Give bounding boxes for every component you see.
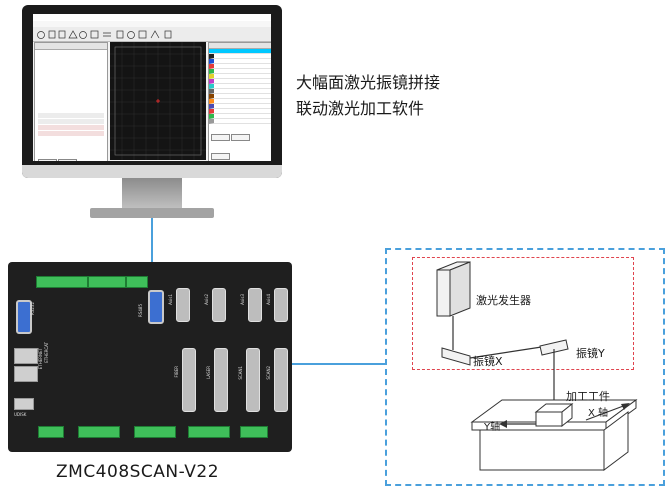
- x-axis-label: X 轴: [588, 408, 609, 419]
- software-layer-panel: [208, 42, 271, 161]
- monitor-stand-base: [90, 208, 214, 218]
- software-screenshot: [33, 14, 271, 161]
- caption-line-2: 联动激光加工软件: [296, 99, 425, 118]
- udisk-label: UDISK: [14, 412, 27, 417]
- terminal-block-bottom-5: [240, 426, 268, 438]
- controller-board: RS232 RS485 Axis1 Axis2 Axis3 Axis4 ETHE…: [8, 262, 292, 452]
- workpiece-label: 加工工件: [566, 390, 610, 403]
- x-axis-arrowhead: [621, 403, 630, 410]
- laser-port: [214, 348, 228, 412]
- rs485-port: [148, 290, 164, 324]
- axis3-port: [248, 288, 262, 322]
- controller-model-label: ZMC408SCAN-V22: [56, 462, 220, 482]
- monitor-bezel: [22, 5, 282, 178]
- fiber-port: [182, 348, 196, 412]
- terminal-block-top-3: [126, 276, 148, 288]
- terminal-block-top-1: [36, 276, 88, 288]
- canvas-grid: [110, 42, 206, 160]
- mirror-y-label: 振镜Y: [576, 347, 605, 360]
- rs232-port: [16, 300, 32, 334]
- ethercat-port: [14, 366, 38, 382]
- mirror-x-label: 振镜X: [473, 355, 503, 368]
- ethernet-port: [14, 348, 38, 364]
- worktable: [470, 399, 638, 471]
- software-log-text: [38, 113, 104, 136]
- laser-generator-label: 激光发生器: [476, 294, 531, 307]
- software-toolbar: [33, 27, 271, 42]
- software-object-panel: [34, 42, 108, 161]
- caption-line-1: 大幅面激光振镜拼接: [296, 73, 441, 92]
- terminal-block-bottom-2: [78, 426, 120, 438]
- toolbar-icons: [37, 30, 172, 39]
- terminal-block-bottom-3: [134, 426, 176, 438]
- software-menu-bar: [33, 21, 271, 27]
- axis4-port: [274, 288, 288, 322]
- software-caption: 大幅面激光振镜拼接 联动激光加工软件: [296, 70, 440, 122]
- terminal-block-bottom-4: [188, 426, 230, 438]
- laser-generator: [436, 261, 471, 317]
- monitor: [22, 5, 282, 230]
- software-canvas: [110, 42, 206, 160]
- y-axis-arrowhead: [499, 420, 507, 428]
- axis2-port: [212, 288, 226, 322]
- monitor-stand-neck: [122, 178, 182, 208]
- laser-beam-horizontal: [469, 345, 549, 359]
- scanner-system-box: [385, 248, 665, 486]
- monitor-chin: [22, 165, 282, 178]
- axis1-port: [176, 288, 190, 322]
- laser-scan-head-box: [412, 257, 634, 370]
- terminal-block-top-2: [88, 276, 126, 288]
- scan2-port: [274, 348, 288, 412]
- scan1-port: [246, 348, 260, 412]
- x-axis-arrow: [585, 404, 627, 421]
- terminal-block-bottom-1: [38, 426, 64, 438]
- mirror-y: [539, 339, 569, 356]
- y-axis-label: Y轴: [484, 422, 501, 433]
- workpiece: [534, 402, 574, 428]
- mirror-x: [441, 347, 471, 366]
- udisk-port: [14, 398, 34, 410]
